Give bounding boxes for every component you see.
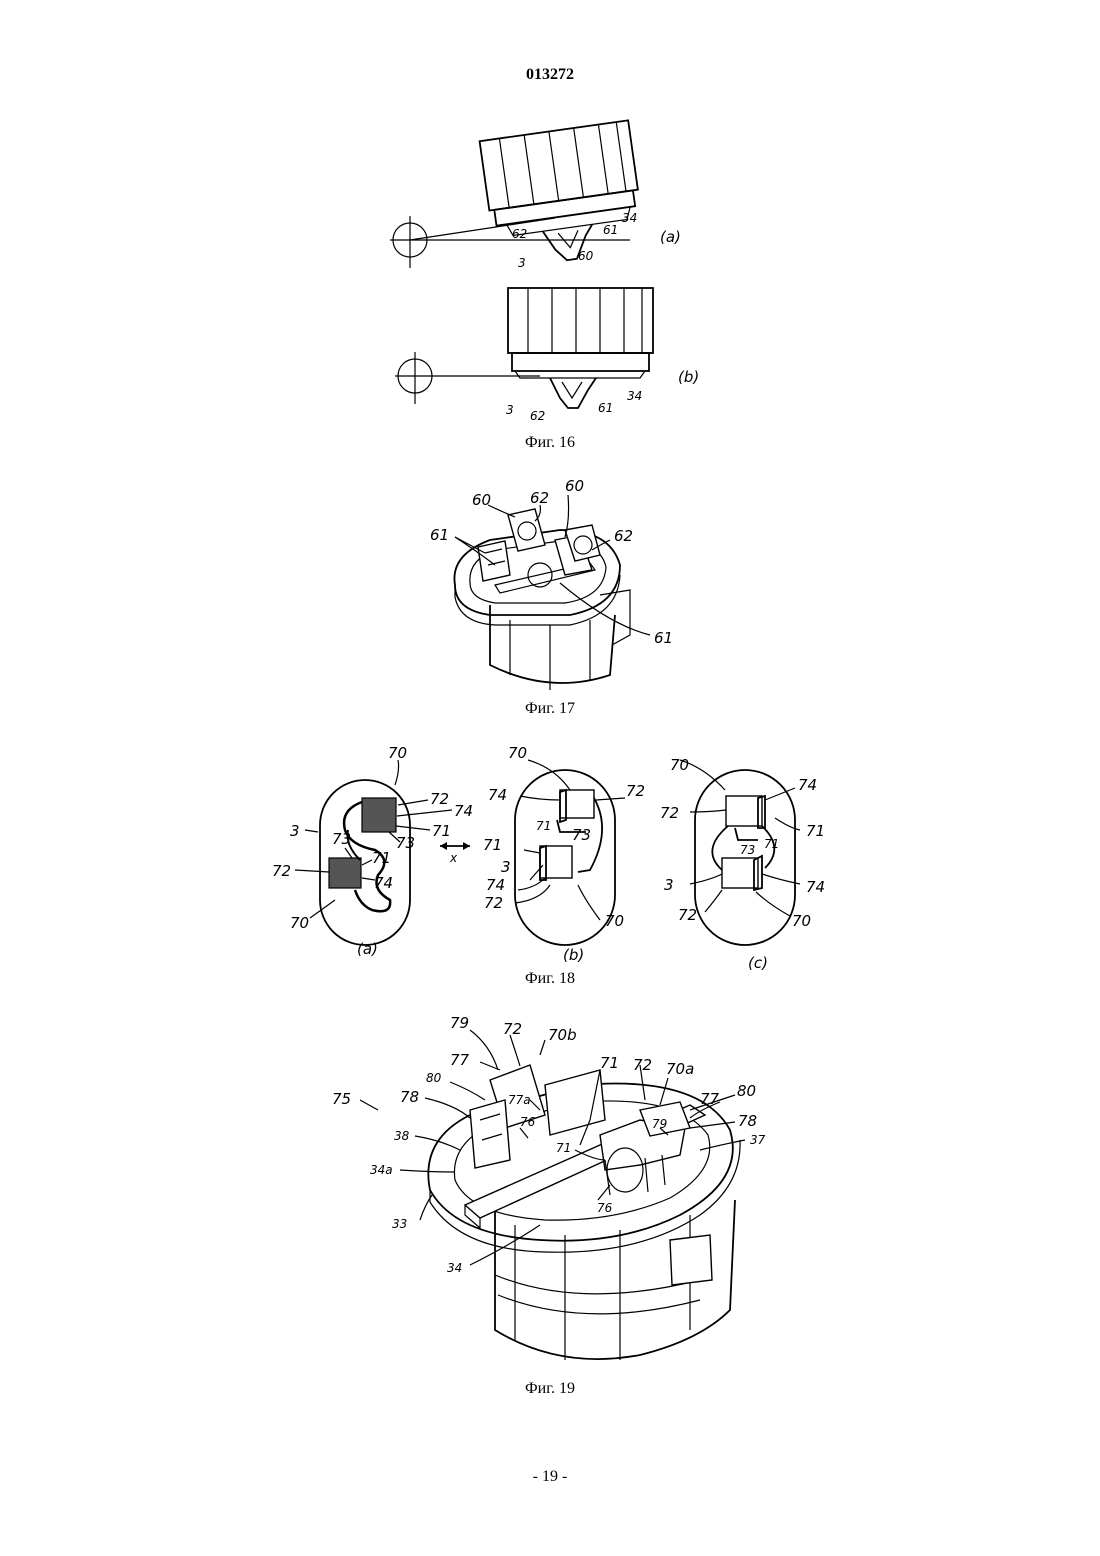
fig18c-label-3: 3 <box>664 876 674 894</box>
fig18a-label-72b: 72 <box>272 862 291 880</box>
fig19-label-38: 38 <box>394 1129 410 1143</box>
fig16-sub-b: (b) <box>678 368 699 386</box>
fig18b-label-72b: 72 <box>484 894 503 912</box>
fig16a-label-62: 62 <box>512 227 527 241</box>
fig18a-label-72a: 72 <box>430 790 449 808</box>
fig19-label-72a: 72 <box>503 1020 522 1038</box>
fig18a-label-71a: 71 <box>432 822 451 840</box>
fig18a-label-73b: 73 <box>332 830 351 848</box>
fig18b-label-72a: 72 <box>626 782 645 800</box>
fig18a-label-71b: 71 <box>372 849 391 867</box>
figure-19-drawing: 79 72 70b 77 71 72 70a 80 77a 80 75 78 7… <box>0 1010 1100 1380</box>
fig18c-label-70a: 70 <box>670 756 689 774</box>
fig17-label-60b: 60 <box>565 477 584 495</box>
fig18c-label-72b: 72 <box>678 906 697 924</box>
fig19-label-76b: 76 <box>597 1201 613 1215</box>
fig16a-cap <box>480 120 647 270</box>
fig18a-label-74a: 74 <box>454 802 473 820</box>
fig18b-label-70b: 70 <box>605 912 624 930</box>
figure-17-drawing: 60 62 60 61 62 61 <box>0 475 1100 700</box>
fig18-caption: Фиг. 18 <box>0 970 1100 988</box>
fig18-x-label: x <box>449 851 458 865</box>
fig17-caption: Фиг. 17 <box>0 700 1100 718</box>
fig18a-label-73a: 73 <box>396 834 415 852</box>
fig19-label-79b: 79 <box>652 1117 667 1131</box>
fig16a-label-3: 3 <box>518 256 526 270</box>
fig19-label-75: 75 <box>332 1090 351 1108</box>
fig16-caption: Фиг. 16 <box>0 434 1100 452</box>
fig19-label-80a: 80 <box>426 1071 442 1085</box>
fig18a-label-70b: 70 <box>290 914 309 932</box>
fig18-sub-b: (b) <box>563 946 584 964</box>
fig19-label-33: 33 <box>392 1217 407 1231</box>
fig19-label-78a: 78 <box>400 1088 419 1106</box>
fig19-label-78b: 78 <box>738 1112 757 1130</box>
page-number: - 19 - <box>0 1468 1100 1486</box>
fig18b-label-70a: 70 <box>508 744 527 762</box>
figure-16-drawing: 34 62 61 3 60 (a) 3 62 61 34 (b) <box>0 120 1100 430</box>
fig18b-label-73: 73 <box>572 826 591 844</box>
fig18c-label-73: 73 <box>740 843 755 857</box>
fig18b-label-71a: 71 <box>536 819 551 833</box>
fig19-label-72b: 72 <box>633 1056 652 1074</box>
fig18c-label-74b: 74 <box>806 878 825 896</box>
fig18b-label-74b: 74 <box>486 876 505 894</box>
fig17-label-61b: 61 <box>654 629 673 647</box>
fig18b-label-3: 3 <box>501 858 511 876</box>
fig18c-label-72a: 72 <box>660 804 679 822</box>
fig17-label-60a: 60 <box>472 491 491 509</box>
fig18b-label-71b: 71 <box>483 836 502 854</box>
fig19-label-34a: 34a <box>370 1163 393 1177</box>
fig19-label-34: 34 <box>447 1261 462 1275</box>
figure-18-drawing: 70 72 74 71 73 3 73 71 72 74 70 (a) x 70… <box>0 740 1100 970</box>
fig16b-label-34: 34 <box>627 389 642 403</box>
fig19-label-70a: 70a <box>666 1060 694 1078</box>
fig19-label-77a-sub: 77a <box>508 1093 531 1107</box>
fig18c-label-71b: 71 <box>764 837 779 851</box>
fig18c-label-74a: 74 <box>798 776 817 794</box>
fig16b-label-61: 61 <box>598 401 613 415</box>
fig19-label-71b: 71 <box>556 1141 571 1155</box>
fig18c-label-71a: 71 <box>806 822 825 840</box>
fig18a-label-70a: 70 <box>388 744 407 762</box>
fig19-label-79a: 79 <box>450 1014 469 1032</box>
fig18a-label-74b: 74 <box>374 874 393 892</box>
fig18b-label-74a: 74 <box>488 786 507 804</box>
fig18c-label-70b: 70 <box>792 912 811 930</box>
fig19-caption: Фиг. 19 <box>0 1380 1100 1398</box>
fig19-label-76a: 76 <box>520 1115 536 1129</box>
fig17-label-62a: 62 <box>530 489 549 507</box>
fig18a-label-3: 3 <box>290 822 300 840</box>
fig16a-label-61: 61 <box>603 223 618 237</box>
fig16a-label-60: 60 <box>578 249 594 263</box>
fig16a-label-34: 34 <box>622 211 637 225</box>
fig18-sub-a: (a) <box>357 940 378 958</box>
fig19-label-70b: 70b <box>548 1026 577 1044</box>
fig16-sub-a: (a) <box>660 228 681 246</box>
fig17-label-61a: 61 <box>430 526 449 544</box>
fig19-label-37: 37 <box>750 1133 766 1147</box>
fig19-label-77a: 77 <box>450 1051 470 1069</box>
fig19-label-71a: 71 <box>600 1054 619 1072</box>
document-number: 013272 <box>0 66 1100 84</box>
fig17-label-62b: 62 <box>614 527 633 545</box>
fig19-label-77b: 77 <box>700 1090 720 1108</box>
fig16b-label-62: 62 <box>530 409 545 423</box>
fig16b-label-3: 3 <box>506 403 514 417</box>
fig19-label-80b: 80 <box>737 1082 756 1100</box>
